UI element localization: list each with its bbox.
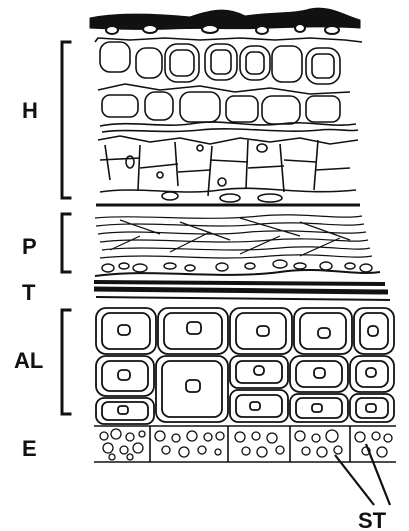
label-t: T bbox=[22, 280, 36, 305]
bracket-p bbox=[62, 214, 70, 272]
label-al: AL bbox=[14, 348, 43, 373]
testa-layer bbox=[94, 260, 390, 300]
label-h: H bbox=[22, 98, 38, 123]
bracket-h bbox=[62, 42, 70, 198]
layer-brackets bbox=[62, 42, 70, 414]
outer-cuticle-layer bbox=[90, 8, 360, 29]
parenchyma-layer bbox=[95, 215, 372, 258]
label-e: E bbox=[22, 436, 37, 461]
hypodermis-layer bbox=[95, 38, 362, 205]
bracket-al bbox=[62, 310, 70, 414]
label-st: ST bbox=[358, 508, 387, 531]
aleurone-layer bbox=[96, 308, 394, 424]
label-p: P bbox=[22, 234, 37, 259]
endosperm-layer bbox=[94, 426, 396, 462]
